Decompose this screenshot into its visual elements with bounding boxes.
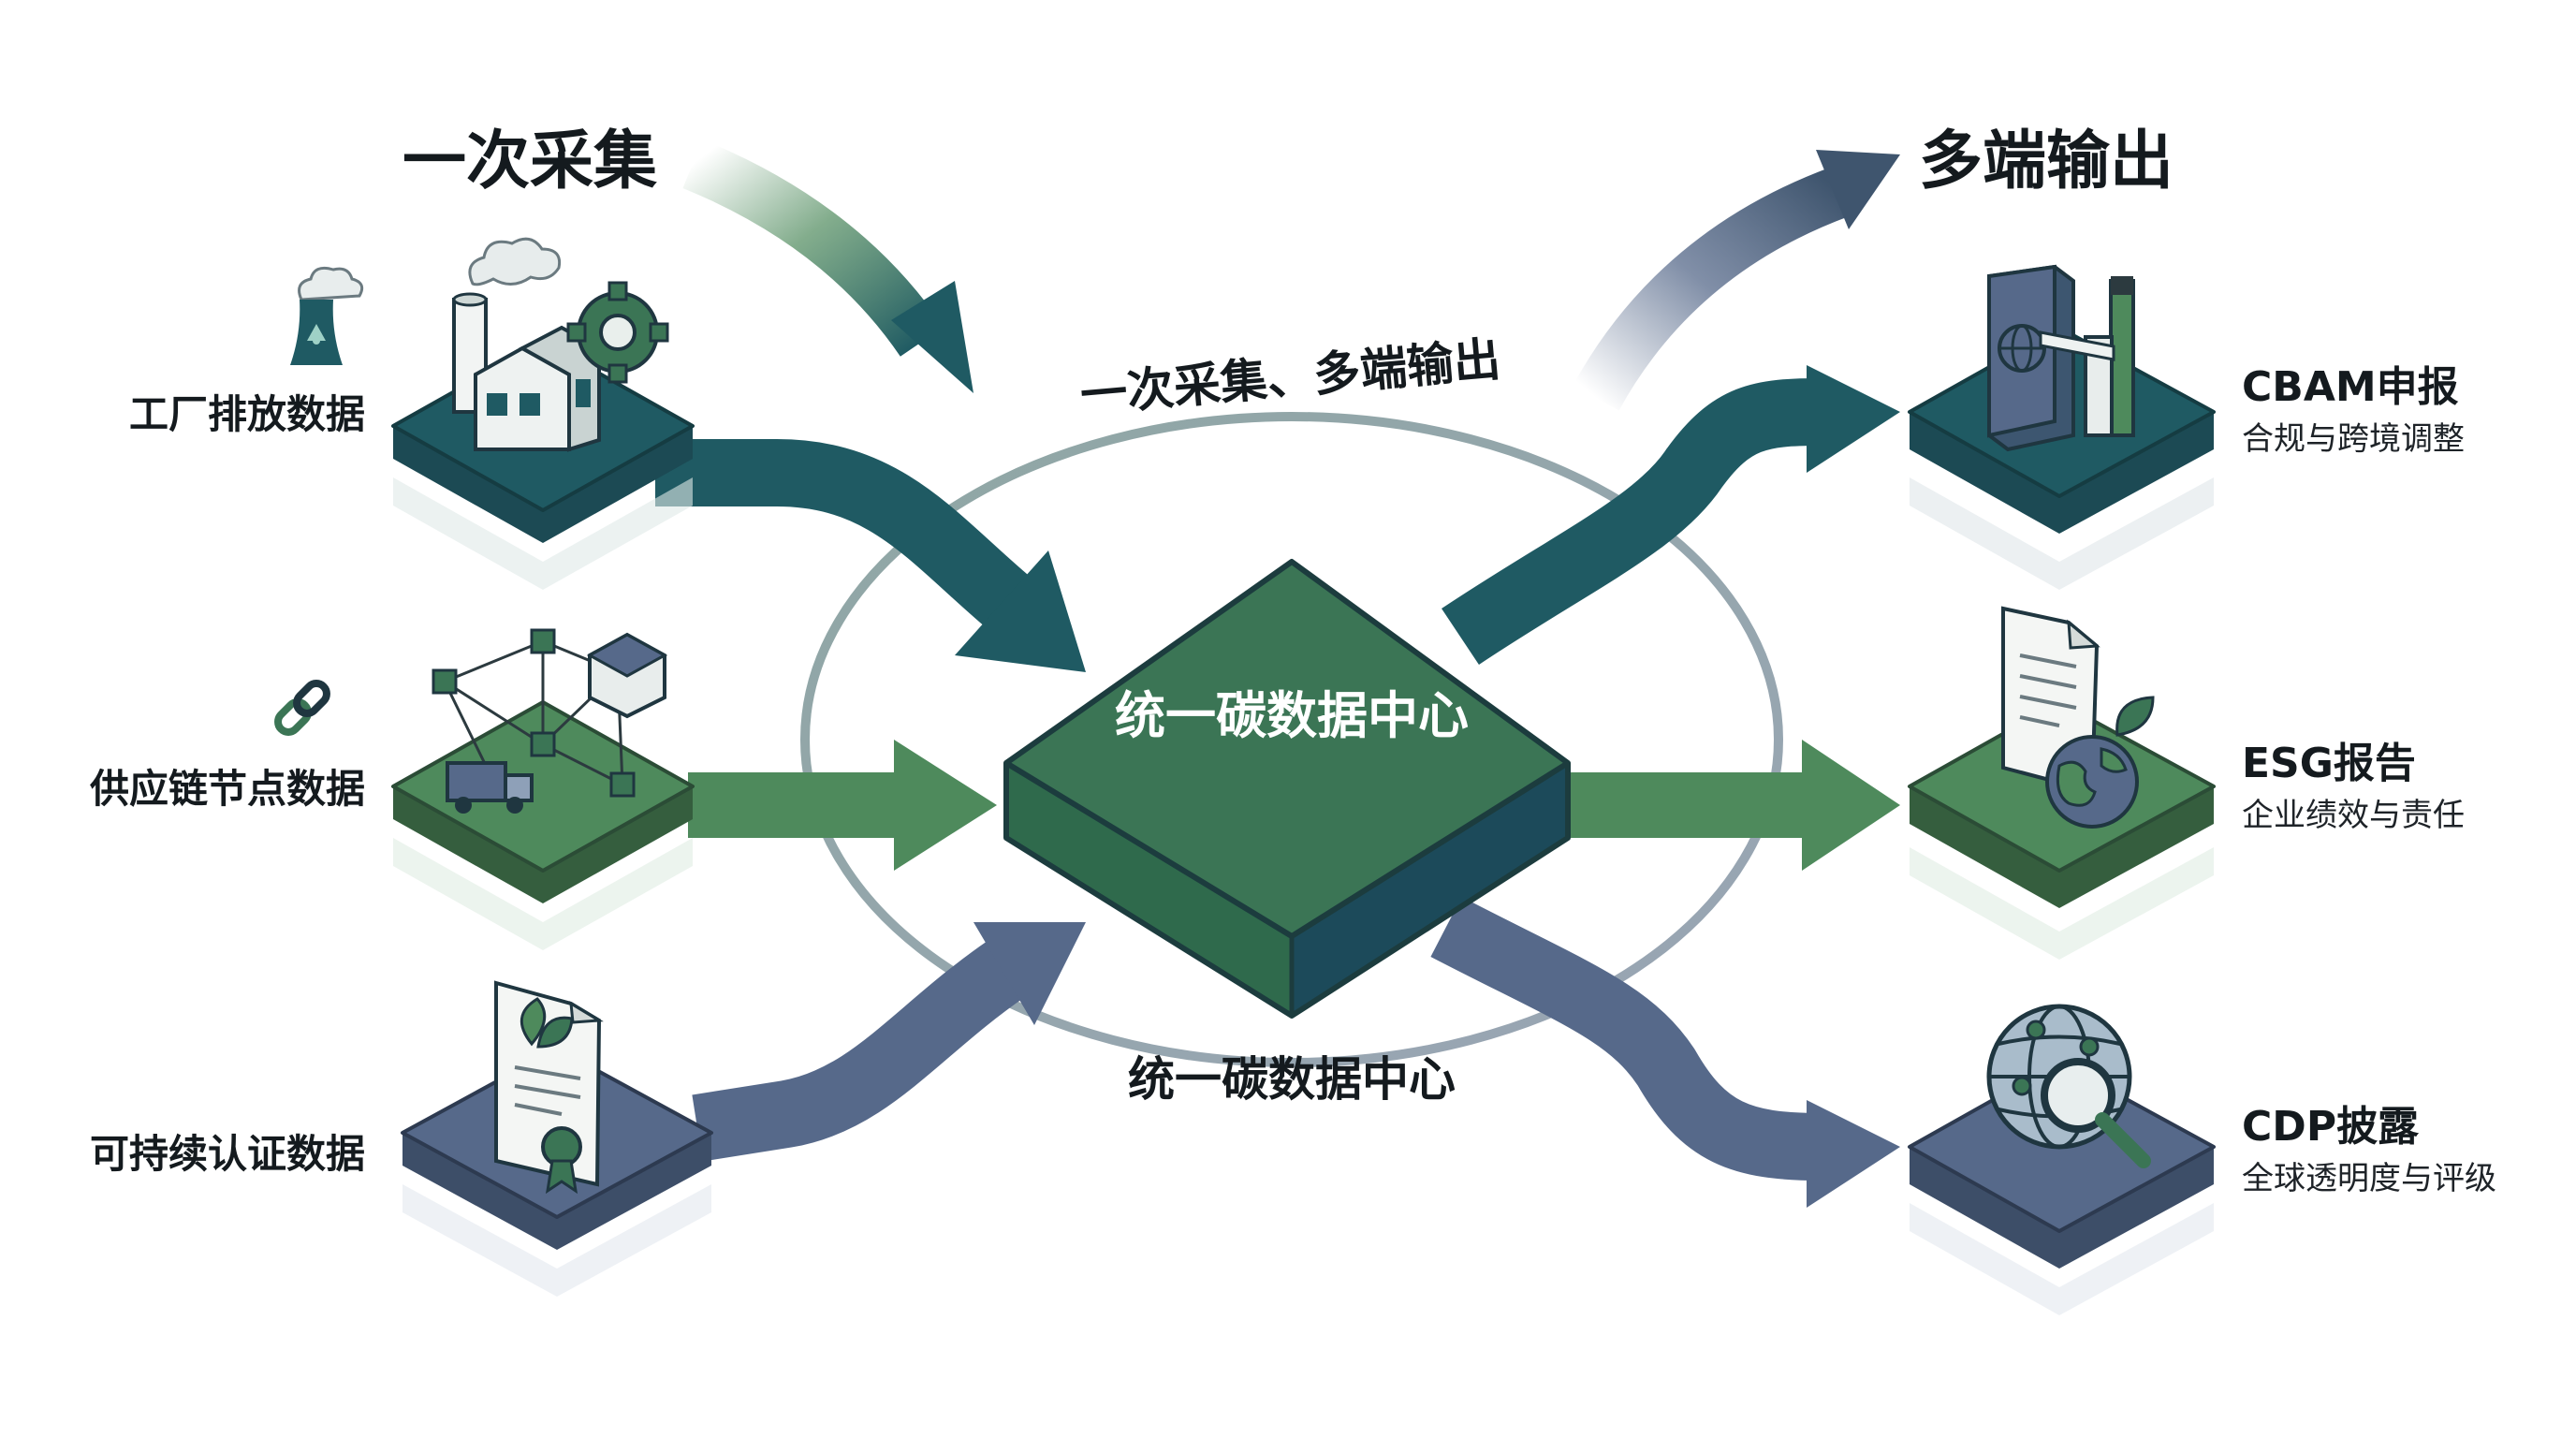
certificate-label: 可持续认证数据 xyxy=(90,1131,365,1177)
central-hub-block xyxy=(1003,559,1571,1019)
chain-link-icon xyxy=(274,680,330,736)
supply-label: 供应链节点数据 xyxy=(90,766,365,812)
output-curve-arrow xyxy=(1573,150,1900,411)
flow-arrow-cbam xyxy=(1442,365,1900,665)
output-heading: 多端输出 xyxy=(1919,125,2174,198)
hub-ring xyxy=(800,412,1783,1067)
esg-title: ESG报告 xyxy=(2242,740,2416,787)
flow-arrow-esg xyxy=(1563,740,1900,871)
passport-border-icon xyxy=(1987,264,2135,452)
flow-arrow-factory xyxy=(655,439,1086,672)
collect-heading: 一次采集 xyxy=(402,125,657,198)
factory-icon xyxy=(452,237,669,452)
nuclear-plant-icon xyxy=(290,266,364,365)
flow-arrow-cdp xyxy=(1430,897,1900,1208)
ring-top-caption: 一次采集、多端输出 xyxy=(1078,332,1502,423)
flow-arrow-supply xyxy=(688,740,997,871)
globe-magnifier-icon xyxy=(1986,1004,2151,1168)
ring-bottom-caption: 统一碳数据中心 xyxy=(1128,1052,1456,1107)
factory-label: 工厂排放数据 xyxy=(129,391,365,437)
cbam-subtitle: 合规与跨境调整 xyxy=(2242,420,2465,458)
esg-subtitle: 企业绩效与责任 xyxy=(2242,797,2465,834)
hub-title: 统一碳数据中心 xyxy=(1115,686,1469,745)
cbam-title: CBAM申报 xyxy=(2242,363,2459,411)
supply-chain-network-icon xyxy=(432,628,668,814)
report-globe-icon xyxy=(2001,606,2155,829)
collect-curve-arrow xyxy=(682,139,973,393)
certificate-icon xyxy=(494,980,604,1195)
cdp-title: CDP披露 xyxy=(2242,1103,2420,1151)
supply-platform xyxy=(391,700,695,950)
cdp-subtitle: 全球透明度与评级 xyxy=(2242,1160,2496,1197)
flow-arrow-certificate xyxy=(692,922,1086,1162)
